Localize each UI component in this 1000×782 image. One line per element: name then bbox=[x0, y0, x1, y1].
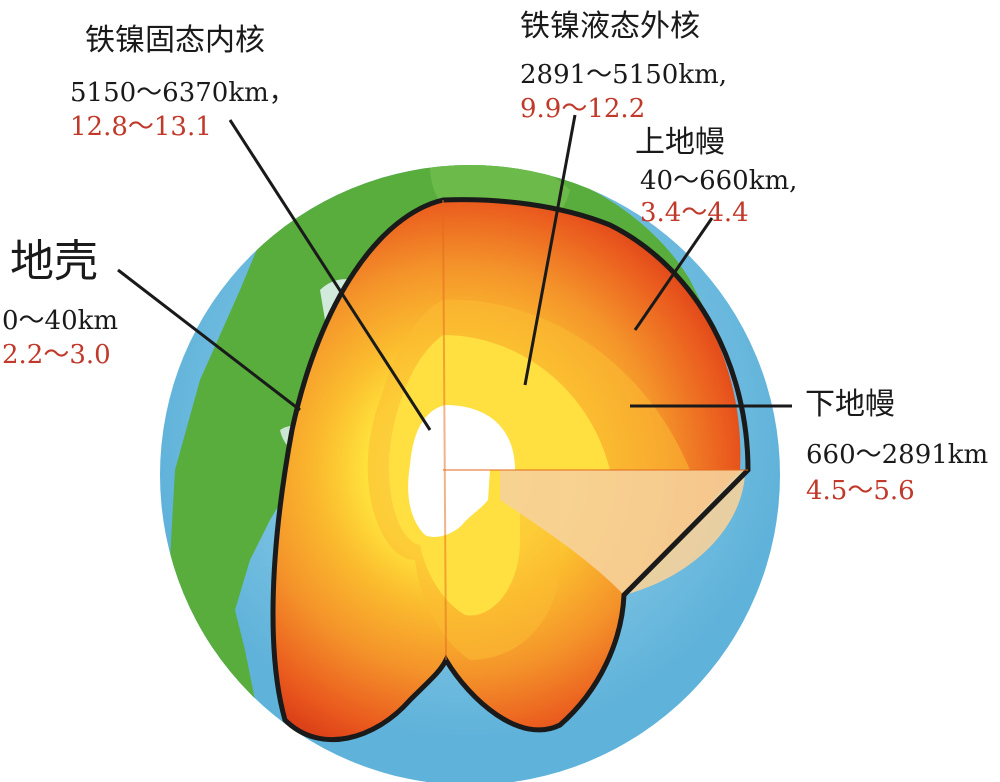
leader-line-inner-core bbox=[228, 119, 432, 431]
upper-mantle-name: 上地幔 bbox=[635, 125, 725, 160]
leader-line-crust bbox=[117, 268, 301, 412]
outer-core-name: 铁镍液态外核 bbox=[520, 9, 700, 44]
inner-core-density: 12.8～13.1 bbox=[70, 112, 212, 142]
lower-mantle-name: 下地幔 bbox=[805, 387, 895, 422]
outer-core-density: 9.9～12.2 bbox=[520, 94, 646, 124]
inner-core-name: 铁镍固态内核 bbox=[85, 23, 265, 58]
cut-edge-vertical bbox=[442, 199, 447, 661]
lower-right-face bbox=[500, 470, 745, 595]
upper-mantle-range: 40～660km, bbox=[640, 166, 798, 196]
crust-name: 地壳 bbox=[10, 236, 98, 287]
crust-range: 0～40km bbox=[2, 306, 119, 336]
inner-core-range: 5150～6370km， bbox=[70, 78, 295, 108]
leader-line-outer-core bbox=[523, 114, 577, 386]
crust-density: 2.2～3.0 bbox=[2, 340, 111, 370]
lower-mantle-density: 4.5～5.6 bbox=[806, 476, 915, 506]
lower-mantle-range: 660～2891km bbox=[806, 440, 989, 470]
outer-core-range: 2891～5150km, bbox=[520, 60, 728, 90]
leader-line-upper-mantle bbox=[633, 217, 714, 331]
upper-mantle-density: 3.4～4.4 bbox=[640, 198, 749, 228]
